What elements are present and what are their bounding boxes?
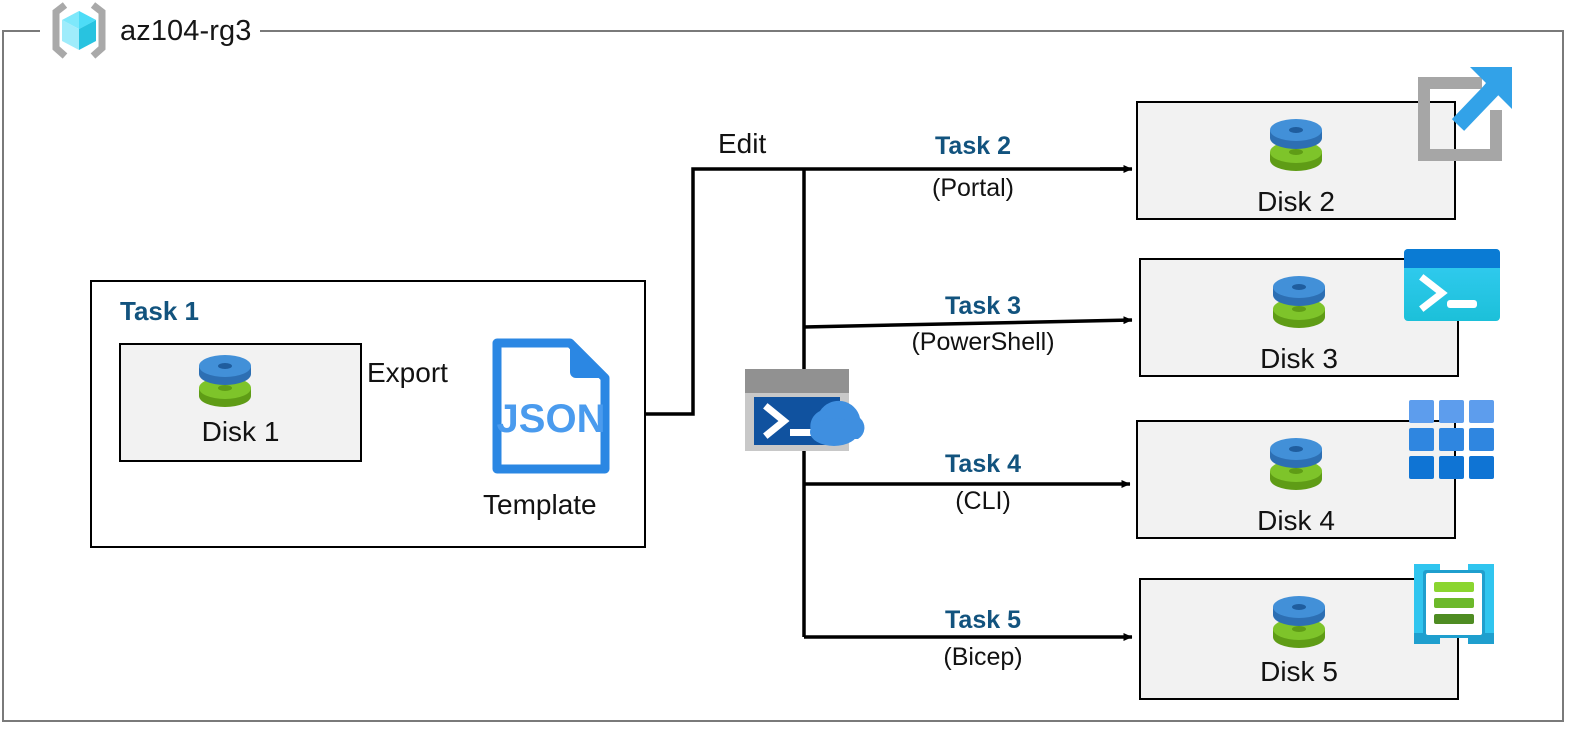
disk1-label: Disk 1 <box>201 416 280 447</box>
task4-title: Task 4 <box>945 450 1021 478</box>
managed-disk-icon <box>1270 119 1322 171</box>
disk4-label: Disk 4 <box>1257 505 1335 536</box>
azure-resource-group-cube-icon <box>52 2 106 59</box>
bicep-icon <box>1414 564 1494 644</box>
azure-portal-icon <box>1418 67 1512 161</box>
task5-method: (Bicep) <box>943 643 1023 671</box>
resource-group-frame <box>2 30 1564 722</box>
resource-group-name: az104-rg3 <box>120 14 252 47</box>
task2-method: (Portal) <box>932 174 1014 202</box>
export-label: Export <box>367 357 448 388</box>
disk5-label: Disk 5 <box>1260 656 1338 687</box>
managed-disk-icon <box>1273 276 1325 328</box>
azure-cli-grid-icon <box>1409 400 1494 479</box>
task4-method: (CLI) <box>955 487 1011 515</box>
powershell-icon <box>1404 249 1500 321</box>
cloud-shell-icon <box>745 369 865 451</box>
task3-title: Task 3 <box>945 292 1021 320</box>
svg-text:JSON: JSON <box>497 397 606 441</box>
edit-label: Edit <box>718 128 767 159</box>
json-file-icon: JSON <box>492 338 610 474</box>
task2-title: Task 2 <box>935 132 1011 160</box>
disk3-label: Disk 3 <box>1260 343 1338 374</box>
task5-title: Task 5 <box>945 606 1021 634</box>
task3-method: (PowerShell) <box>911 328 1055 356</box>
managed-disk-icon <box>1270 438 1322 490</box>
managed-disk-icon <box>1273 596 1325 648</box>
managed-disk-icon <box>199 355 251 407</box>
resource-group-label: az104-rg3 <box>40 2 260 59</box>
task1-title: Task 1 <box>120 296 200 326</box>
disk2-label: Disk 2 <box>1257 186 1335 217</box>
template-label: Template <box>483 489 597 520</box>
